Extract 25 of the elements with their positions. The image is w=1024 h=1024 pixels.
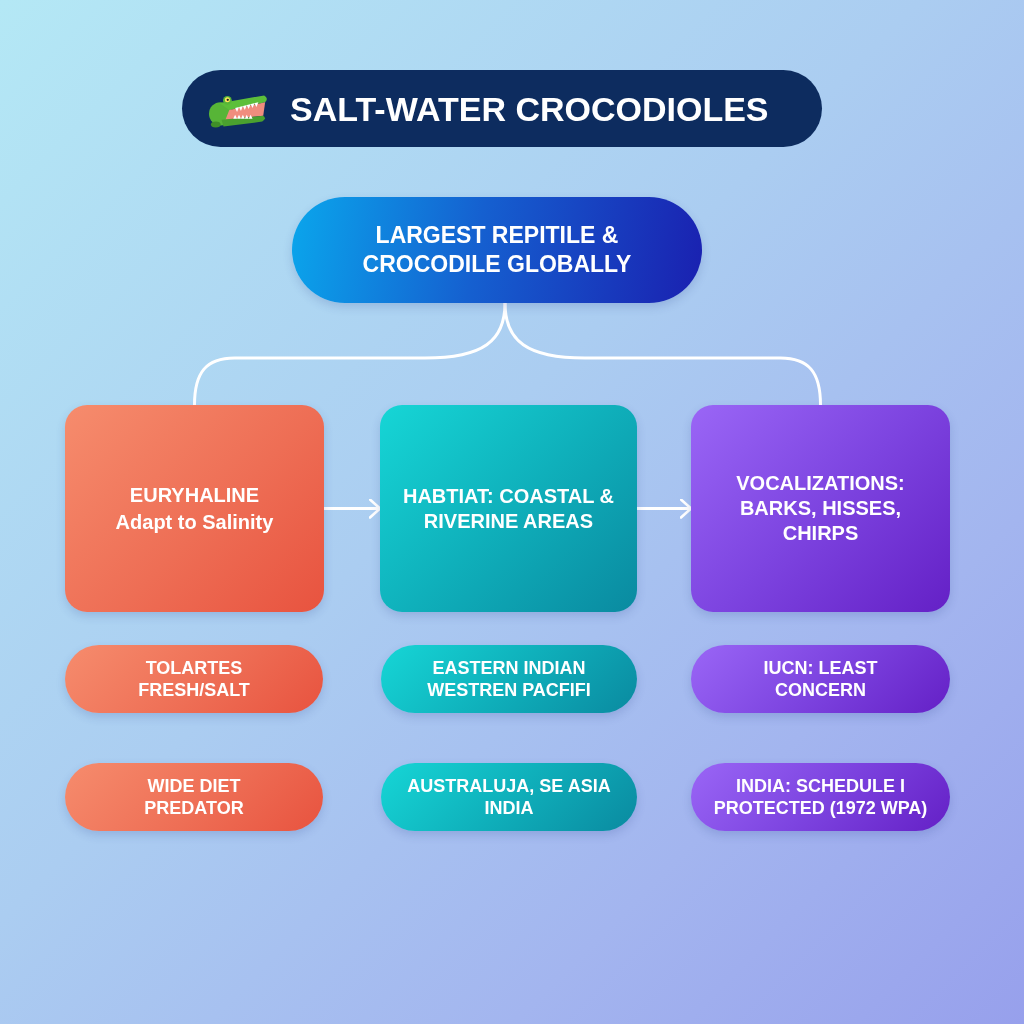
- fact-pill: [381, 645, 637, 713]
- card-subtext: Adapt to Salinity: [115, 509, 274, 535]
- node-text: LARGEST REPITILE & CROCODILE GLOBALLY: [361, 221, 633, 279]
- node-text: IUCN: LEAST CONCERN: [762, 656, 879, 702]
- node-text: TOLARTES FRESH/SALT: [137, 656, 251, 702]
- node-text: EASTERN INDIAN WESTREN PACFIFI: [426, 656, 592, 702]
- fact-pill: [691, 645, 950, 713]
- node-text: WIDE DIET PREDATOR: [143, 774, 245, 820]
- category-card: [65, 405, 324, 612]
- connector-line: [193, 301, 507, 407]
- fact-pill: [65, 763, 323, 831]
- title-text: SALT-WATER CROCODIOLES: [290, 91, 769, 126]
- node-text: AUSTRALUJA, SE ASIA INDIA: [406, 774, 612, 820]
- card-heading: EURYHALINE: [129, 482, 260, 508]
- node-text: INDIA: SCHEDULE I PROTECTED (1972 WPA): [712, 774, 929, 820]
- category-card: [380, 405, 637, 612]
- fact-pill: [691, 763, 950, 831]
- fact-pill: [381, 763, 637, 831]
- connector-line: [503, 301, 822, 407]
- category-card: [691, 405, 950, 612]
- arrow: [635, 498, 693, 519]
- node-text: HABTIAT: COASTAL & RIVERINE AREAS: [401, 483, 616, 534]
- arrow: [322, 498, 382, 519]
- node-text: VOCALIZATIONS: BARKS, HISSES, CHIRPS: [735, 471, 906, 546]
- fact-pill: [65, 645, 323, 713]
